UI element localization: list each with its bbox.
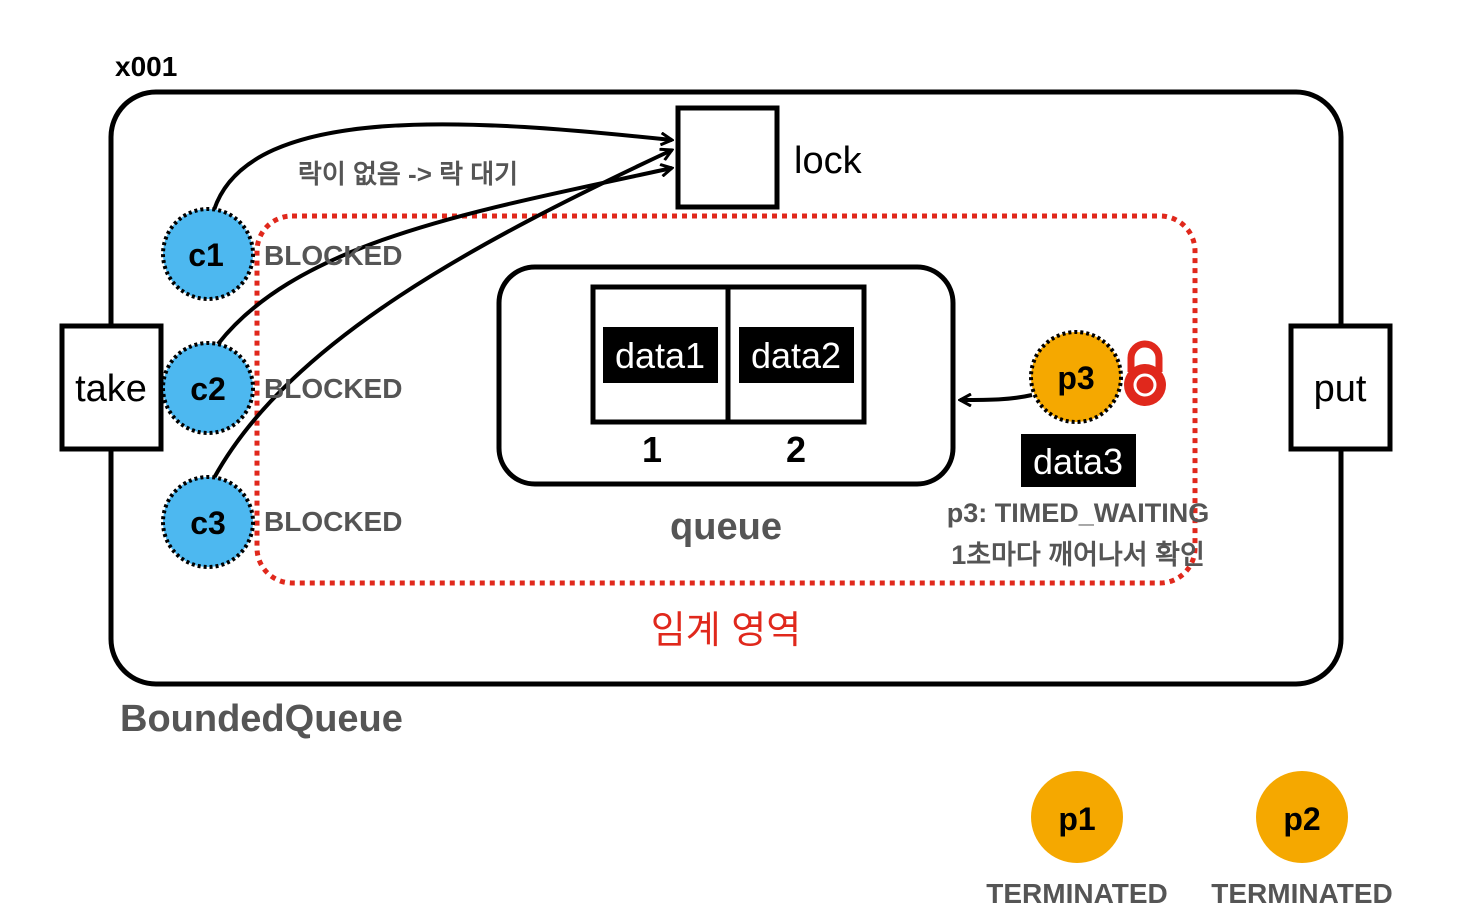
put-method [1288, 323, 1393, 452]
producer-p1 [1031, 771, 1123, 863]
p3-note: 1초마다 깨어나서 확인 [951, 540, 1205, 570]
data2-text: data2 [751, 335, 841, 376]
lock-box [675, 105, 780, 210]
producer-p2-state: TERMINATED [1211, 878, 1392, 909]
consumer-c1-label: c1 [188, 237, 224, 273]
consumer-c3 [161, 475, 255, 569]
object-id: x001 [115, 51, 177, 82]
consumer-c2-label: c2 [190, 371, 226, 407]
producer-p3 [1029, 330, 1123, 424]
data3-bg [1021, 434, 1136, 487]
data1-text: data1 [615, 335, 705, 376]
producer-p1-state: TERMINATED [986, 878, 1167, 909]
consumer-c2-state: BLOCKED [264, 373, 402, 404]
critical-section-label: 임계 영역 [651, 610, 801, 652]
slot-index-2: 2 [786, 429, 806, 470]
no-lock-note: 락이 없음 -> 락 대기 [298, 159, 518, 189]
critical-section [254, 213, 1198, 586]
data3-text: data3 [1033, 441, 1123, 482]
producer-p1-label: p1 [1058, 801, 1095, 837]
producer-p2 [1256, 771, 1348, 863]
consumer-c3-label: c3 [190, 505, 226, 541]
consumer-c2 [161, 341, 255, 435]
consumer-c1-state: BLOCKED [264, 240, 402, 271]
queue-label: queue [670, 506, 782, 548]
arrow-p3-to-queue [960, 395, 1033, 400]
data1-bg [603, 327, 718, 383]
consumer-c1 [161, 207, 255, 301]
put-label: put [1314, 368, 1367, 410]
arrow-c1-to-lock [212, 122, 672, 211]
take-label: take [75, 368, 147, 410]
container-label: BoundedQueue [120, 698, 403, 740]
lock-label: lock [794, 140, 863, 182]
queue-box [496, 264, 956, 487]
lock-icon [1124, 340, 1166, 406]
producer-p2-label: p2 [1283, 801, 1320, 837]
arrow-c2-to-lock [216, 168, 672, 346]
consumer-c3-state: BLOCKED [264, 506, 402, 537]
p3-status: p3: TIMED_WAITING [947, 498, 1210, 528]
slot-index-1: 1 [642, 429, 662, 470]
data2-bg [739, 327, 854, 383]
arrow-c3-to-lock [212, 150, 672, 479]
producer-p3-label: p3 [1057, 360, 1094, 396]
take-method [59, 323, 164, 452]
